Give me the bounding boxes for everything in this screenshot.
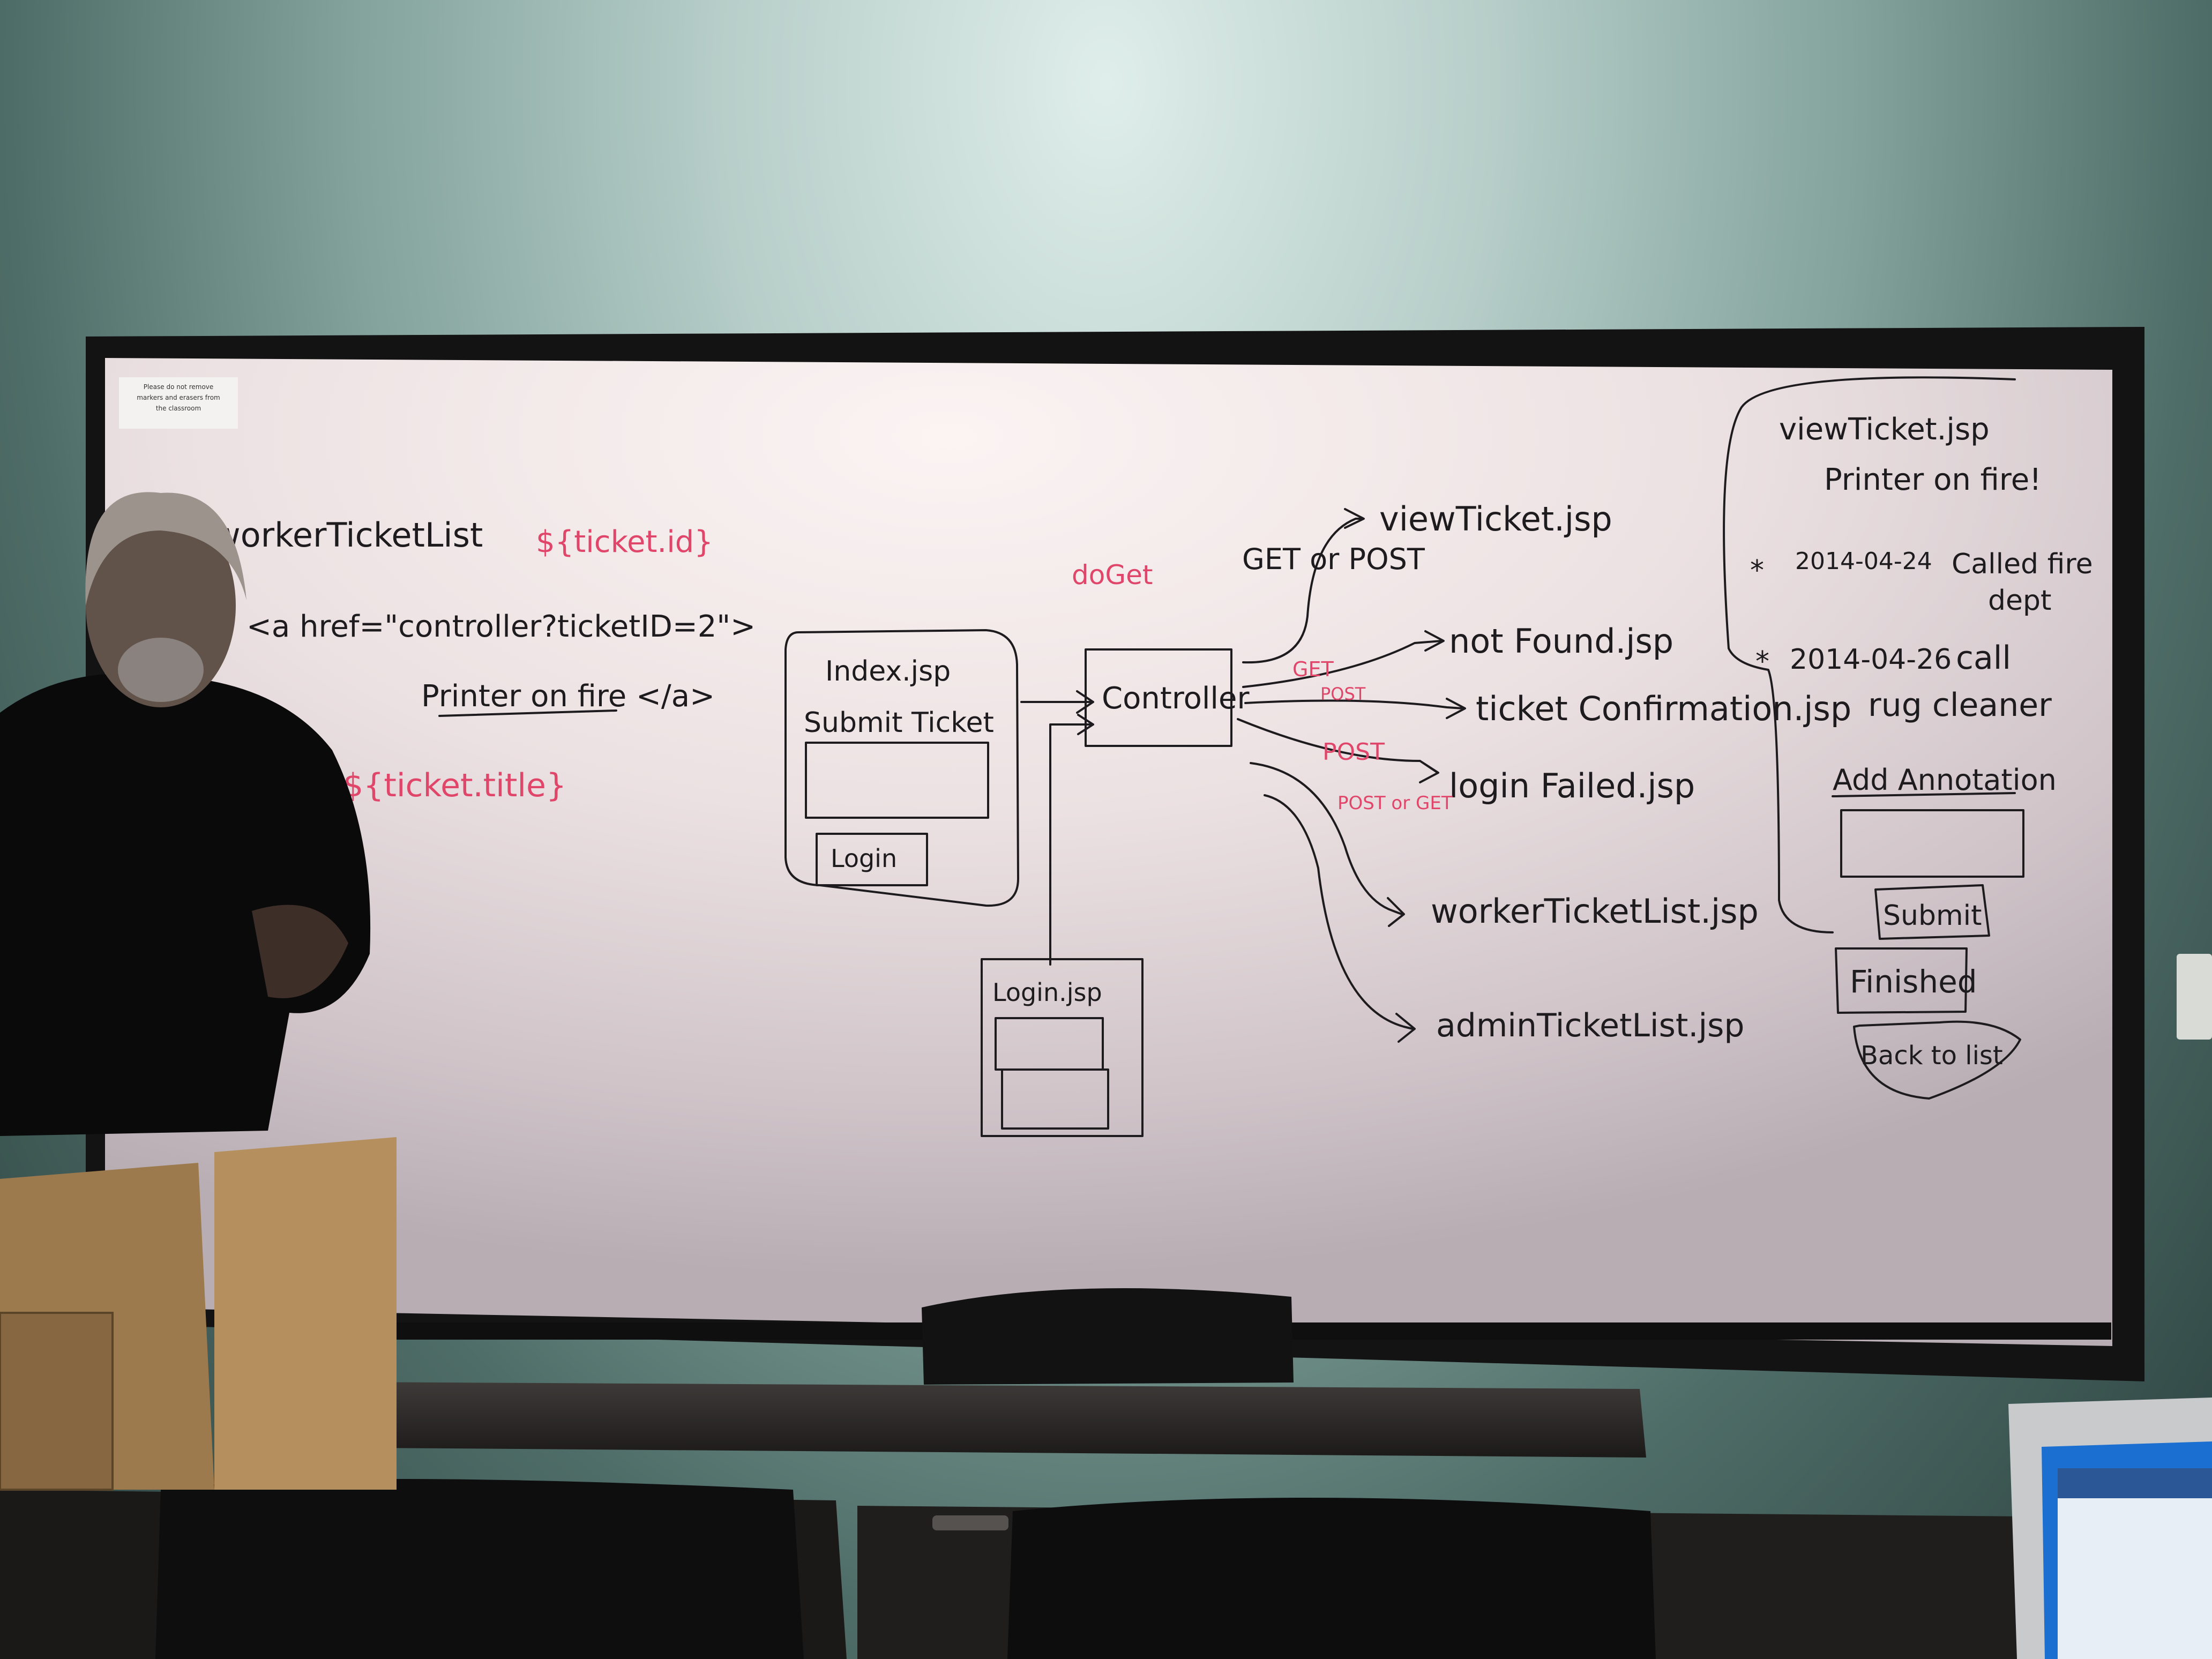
entry-1-bullet: * bbox=[1750, 555, 1764, 587]
entry-1-text-line-1: Called fire bbox=[1952, 548, 2093, 580]
chair-back-center bbox=[922, 1288, 1294, 1385]
method-label-post-or-get: POST or GET bbox=[1337, 793, 1453, 814]
entry-2-date: 2014-04-26 bbox=[1790, 644, 1952, 676]
login-page-title: Login.jsp bbox=[992, 978, 1102, 1007]
chair-front-left bbox=[155, 1479, 804, 1659]
index-ticket-textarea bbox=[805, 742, 989, 819]
index-login-button bbox=[816, 833, 928, 886]
add-annotation-underline bbox=[1832, 792, 2016, 797]
login-page-box bbox=[981, 958, 1144, 1137]
arrow-login-to-controller bbox=[1049, 714, 1094, 966]
notice-line-3: the classroom bbox=[156, 405, 201, 412]
panel-subtitle: Printer on fire! bbox=[1824, 462, 2042, 497]
instructor-beard bbox=[118, 638, 204, 702]
note-underline bbox=[438, 709, 617, 717]
arrow-to-not-found bbox=[1242, 630, 1445, 688]
finished-button-label: Finished bbox=[1850, 963, 1977, 1000]
back-desk bbox=[236, 1381, 1646, 1458]
target-login-failed: login Failed.jsp bbox=[1449, 766, 1695, 805]
index-page-title: Index.jsp bbox=[825, 655, 951, 687]
arrow-index-to-controller bbox=[1020, 690, 1094, 714]
arrow-to-worker-ticket-list bbox=[1250, 762, 1405, 927]
controller-label: Controller bbox=[1102, 681, 1250, 716]
phone-on-desk bbox=[932, 1515, 1008, 1530]
controller-box bbox=[1085, 648, 1232, 747]
chair-front-right bbox=[1007, 1498, 1656, 1659]
arrow-to-ticket-confirmation bbox=[1244, 698, 1466, 719]
add-annotation-label: Add Annotation bbox=[1833, 763, 2057, 797]
entry-2-bullet: * bbox=[1755, 646, 1769, 678]
login-password-field bbox=[1001, 1068, 1109, 1130]
entry-1-text-line-2: dept bbox=[1988, 585, 2051, 617]
entry-2-text-line-2: rug cleaner bbox=[1868, 686, 2052, 724]
notice-sign bbox=[119, 377, 238, 429]
note-worker-ticket-list: workerTicketList bbox=[213, 515, 483, 555]
method-label-post-1: POST bbox=[1320, 684, 1366, 704]
instructor-hand bbox=[252, 905, 348, 998]
note-anchor-href: <a href="controller?ticketID=2"> bbox=[246, 609, 756, 644]
submit-button-sketch bbox=[1874, 884, 1990, 940]
index-submit-ticket-label: Submit Ticket bbox=[804, 707, 994, 739]
instructor-body bbox=[0, 673, 371, 1136]
podium-side bbox=[214, 1137, 397, 1490]
annotation-textarea bbox=[1840, 809, 2024, 878]
method-label-post-2: POST bbox=[1322, 738, 1385, 766]
panel-title: viewTicket.jsp bbox=[1779, 412, 1990, 447]
target-ticket-confirmation: ticket Confirmation.jsp bbox=[1476, 689, 1851, 728]
target-admin-ticket-list: adminTicketList.jsp bbox=[1436, 1007, 1744, 1044]
submit-button-label: Submit bbox=[1883, 900, 1982, 932]
arrow-to-view-ticket bbox=[1242, 508, 1365, 664]
get-or-post-label: GET or POST bbox=[1242, 542, 1425, 576]
arrow-to-admin-ticket-list bbox=[1264, 794, 1416, 1043]
whiteboard-surface bbox=[105, 358, 2112, 1346]
instructor-hair bbox=[85, 492, 246, 606]
arrow-to-login-failed bbox=[1237, 718, 1439, 783]
notice-line-2: markers and erasers from bbox=[137, 394, 220, 401]
target-not-found: not Found.jsp bbox=[1449, 622, 1673, 661]
note-printer-on-fire: Printer on fire </a> bbox=[421, 679, 715, 714]
view-ticket-panel-brace bbox=[1723, 376, 2016, 933]
target-worker-ticket-list: workerTicketList.jsp bbox=[1431, 892, 1759, 931]
laptop-window-titlebar bbox=[2058, 1468, 2212, 1498]
notice-line-1: Please do not remove bbox=[144, 383, 214, 391]
note-do-get: doGet bbox=[1072, 559, 1153, 591]
note-ticket-id: ${ticket.id} bbox=[536, 525, 713, 559]
finished-button-sketch bbox=[1835, 947, 1968, 1014]
podium-panel bbox=[0, 1312, 114, 1491]
entry-1-date: 2014-04-24 bbox=[1795, 548, 1932, 575]
light-switch bbox=[2177, 954, 2212, 1040]
method-label-get: GET bbox=[1292, 657, 1334, 681]
index-login-label: Login bbox=[831, 844, 897, 873]
laptop-window bbox=[2058, 1468, 2212, 1659]
target-view-ticket: viewTicket.jsp bbox=[1379, 499, 1612, 539]
back-button-label: Back to list bbox=[1860, 1041, 2003, 1071]
entry-2-text-line-1: call bbox=[1956, 639, 2011, 677]
index-page-box bbox=[784, 629, 1019, 907]
back-button-sketch bbox=[1853, 1020, 2021, 1100]
note-ticket-title: ${ticket.title} bbox=[343, 767, 566, 804]
